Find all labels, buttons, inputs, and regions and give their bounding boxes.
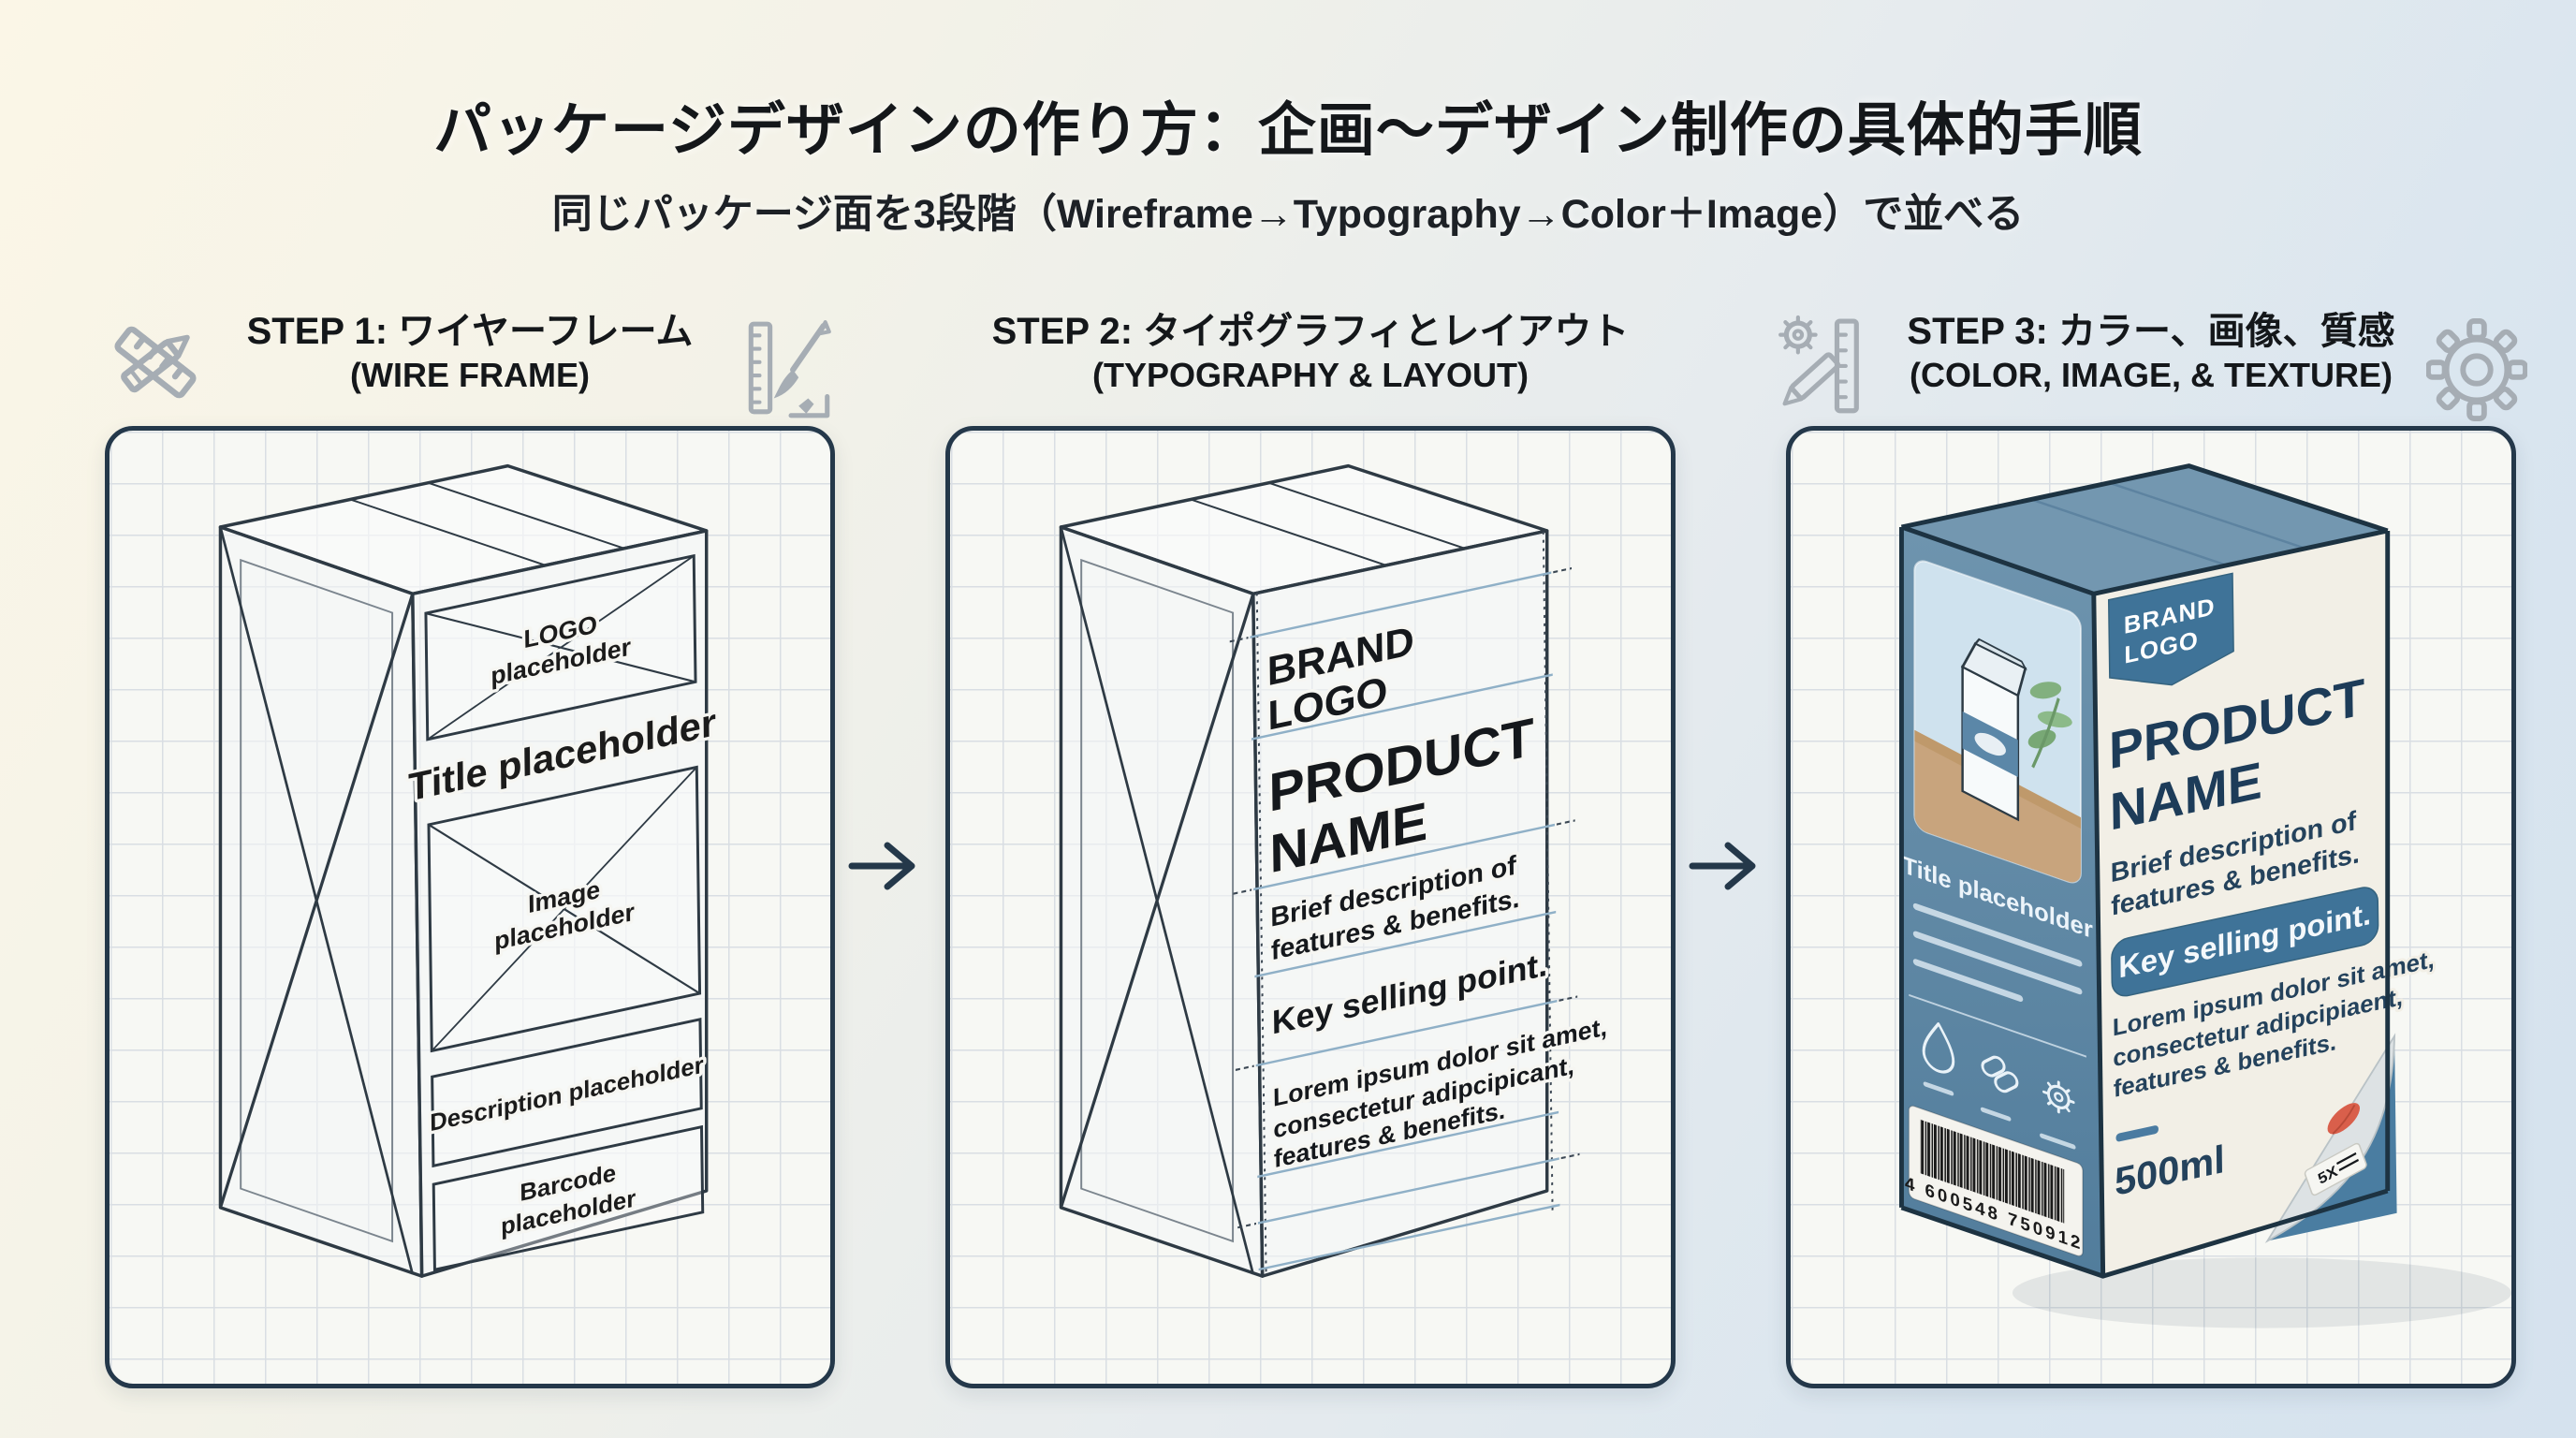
milk-carton	[1960, 638, 2027, 822]
gear-pencil-ruler-icon	[1778, 315, 1859, 414]
panel-step1-wireframe: LOGO placeholder Title placeholder Image…	[105, 426, 835, 1388]
brand-logo-ribbon: BRAND LOGO	[2107, 572, 2234, 686]
arrow-right-icon	[848, 842, 915, 890]
milk-carton-scene	[1914, 638, 2081, 887]
box-front-face	[411, 529, 709, 1278]
ruler-brush-icon	[748, 320, 831, 418]
final-box-illustration: Title placeholder	[1898, 463, 2511, 1328]
box-edges	[1898, 463, 2391, 1279]
box-shadow	[2012, 1257, 2511, 1328]
wireframe-box-illustration: LOGO placeholder Title placeholder Image…	[218, 463, 720, 1278]
link-icon	[1981, 1055, 2019, 1093]
step3-header: STEP 3: カラー、画像、質感 (COLOR, IMAGE, & TEXTU…	[1786, 309, 2516, 396]
panel-step3-final: Title placeholder	[1786, 426, 2516, 1388]
left-face-wireframe	[1060, 526, 1255, 1275]
step2-header: STEP 2: タイポグラフィとレイアウト (TYPOGRAPHY & LAYO…	[945, 309, 1676, 396]
page-title: パッケージデザインの作り方：企画〜デザイン制作の具体的手順	[433, 98, 2143, 163]
typography-box-illustration: BRAND LOGO PRODUCT NAME Brief descriptio…	[1059, 463, 1611, 1278]
volume-dash	[2115, 1125, 2159, 1142]
page-subtitle: 同じパッケージ面を3段階（Wireframe→Typography→Color＋…	[551, 192, 2025, 237]
step2-title: STEP 2: タイポグラフィとレイアウト	[991, 311, 1630, 352]
gear-icon	[2426, 318, 2527, 421]
front-face-wireframe: LOGO placeholder Title placeholder Image…	[404, 553, 720, 1272]
description-placeholder-box	[431, 1018, 703, 1168]
arrow-right-icon	[1689, 842, 1756, 890]
barcode-placeholder-box	[432, 1124, 705, 1272]
leaf-plant	[2027, 682, 2072, 769]
box-front-face	[1251, 529, 1549, 1278]
droplet-icon	[1922, 1022, 1955, 1074]
step1-subtitle: (WIRE FRAME)	[350, 355, 590, 394]
pencil-ruler-cross-icon	[114, 326, 197, 399]
step1-title: STEP 1: ワイヤーフレーム	[246, 311, 694, 352]
step2-subtitle: (TYPOGRAPHY & LAYOUT)	[1091, 355, 1530, 394]
step1-header: STEP 1: ワイヤーフレーム (WIRE FRAME)	[105, 309, 835, 396]
box-top-face	[1901, 465, 2388, 594]
panel-step2-typography: BRAND LOGO PRODUCT NAME Brief descriptio…	[945, 426, 1676, 1388]
feature-icons-row	[1922, 1022, 2076, 1150]
page-curl: 5X	[2264, 1033, 2397, 1243]
left-face-wireframe	[219, 526, 415, 1275]
baseline-guides	[1229, 566, 1580, 1271]
step3-subtitle: (COLOR, IMAGE, & TEXTURE)	[1910, 355, 2393, 394]
mini-label: 5X	[2304, 1142, 2367, 1196]
gear-icon	[2042, 1080, 2075, 1114]
box-front-face	[2093, 530, 2388, 1277]
step3-title: STEP 3: カラー、画像、質感	[1907, 311, 2395, 352]
